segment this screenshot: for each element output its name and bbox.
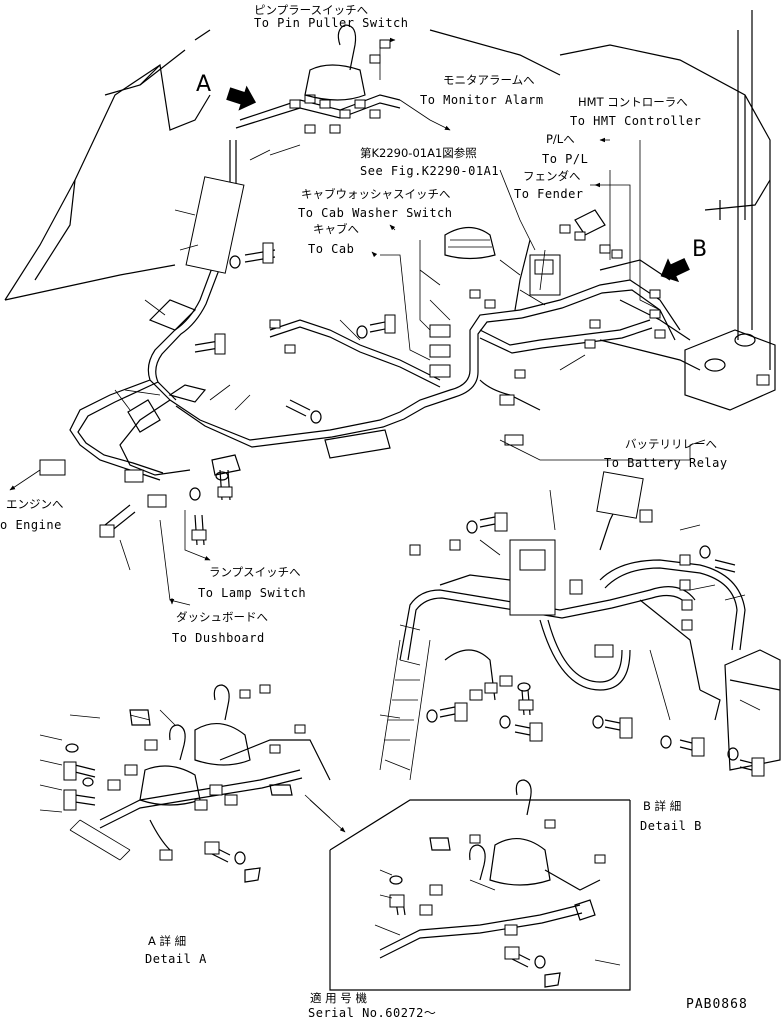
label-cab-washer-jp: キャブウォッシャスイッチへ xyxy=(301,187,451,201)
label-hmt-en: To HMT Controller xyxy=(570,114,702,128)
label-cab-en: To Cab xyxy=(308,242,355,256)
label-lamp-en: To Lamp Switch xyxy=(198,586,307,600)
connectors-upper xyxy=(269,39,666,446)
label-detail-b-en: Detail B xyxy=(640,819,702,833)
label-monitor-en: To Monitor Alarm xyxy=(420,93,544,107)
tank-upper xyxy=(684,329,776,411)
detail-b-harness xyxy=(379,471,781,781)
lever-upper xyxy=(304,24,496,260)
label-fender-jp: フェンダへ xyxy=(523,169,581,183)
view-arrow-icon xyxy=(226,85,257,111)
routing-lines xyxy=(9,37,706,833)
label-pin-puller-en: To Pin Puller Switch xyxy=(254,16,409,30)
label-pl-en: To P/L xyxy=(542,152,589,166)
label-battery-jp: バッテリリレーへ xyxy=(625,437,717,451)
label-cab-jp: キャブへ xyxy=(313,222,359,236)
label-fig-ref-jp: 第K2290-01A1図参照 xyxy=(360,146,477,160)
label-detail-a-jp: A 詳 細 xyxy=(148,934,187,948)
view-arrow-icon xyxy=(660,257,690,283)
label-detail-b-jp: B 詳 細 xyxy=(643,799,682,813)
view-label-b: B xyxy=(692,237,708,262)
main-brackets xyxy=(39,176,606,508)
label-fig-ref-en: See Fig.K2290-01A1 xyxy=(360,164,500,178)
label-engine-jp: エンジンへ xyxy=(6,497,64,511)
label-engine-en: o Engine xyxy=(0,518,62,532)
bolts-upper xyxy=(99,242,396,546)
label-dash-en: To Dushboard xyxy=(172,631,265,645)
view-label-a: A xyxy=(196,72,212,97)
frame-outline xyxy=(4,10,771,370)
label-detail-a-en: Detail A xyxy=(145,952,207,966)
leader-lines xyxy=(39,144,761,966)
label-pl-jp: P/Lへ xyxy=(546,132,575,146)
serial-detail-drawing xyxy=(329,779,631,991)
detail-a-drawing xyxy=(63,684,331,883)
label-serial-jp: 適 用 号 機 xyxy=(310,991,367,1005)
label-serial-en: Serial No.60272～ xyxy=(308,1006,437,1020)
label-hmt-jp: HMT コントローラへ xyxy=(578,95,688,109)
label-pin-puller-jp: ピンプラースイッチへ xyxy=(254,3,369,17)
label-battery-en: To Battery Relay xyxy=(604,456,728,470)
label-dash-jp: ダッシュボードへ xyxy=(176,610,268,624)
drawing-code: PAB0868 xyxy=(686,997,748,1012)
label-fender-en: To Fender xyxy=(514,187,584,201)
label-cab-washer-en: To Cab Washer Switch xyxy=(298,206,453,220)
label-monitor-jp: モニタアラームへ xyxy=(443,73,535,87)
label-lamp-jp: ランプスイッチへ xyxy=(209,565,301,579)
